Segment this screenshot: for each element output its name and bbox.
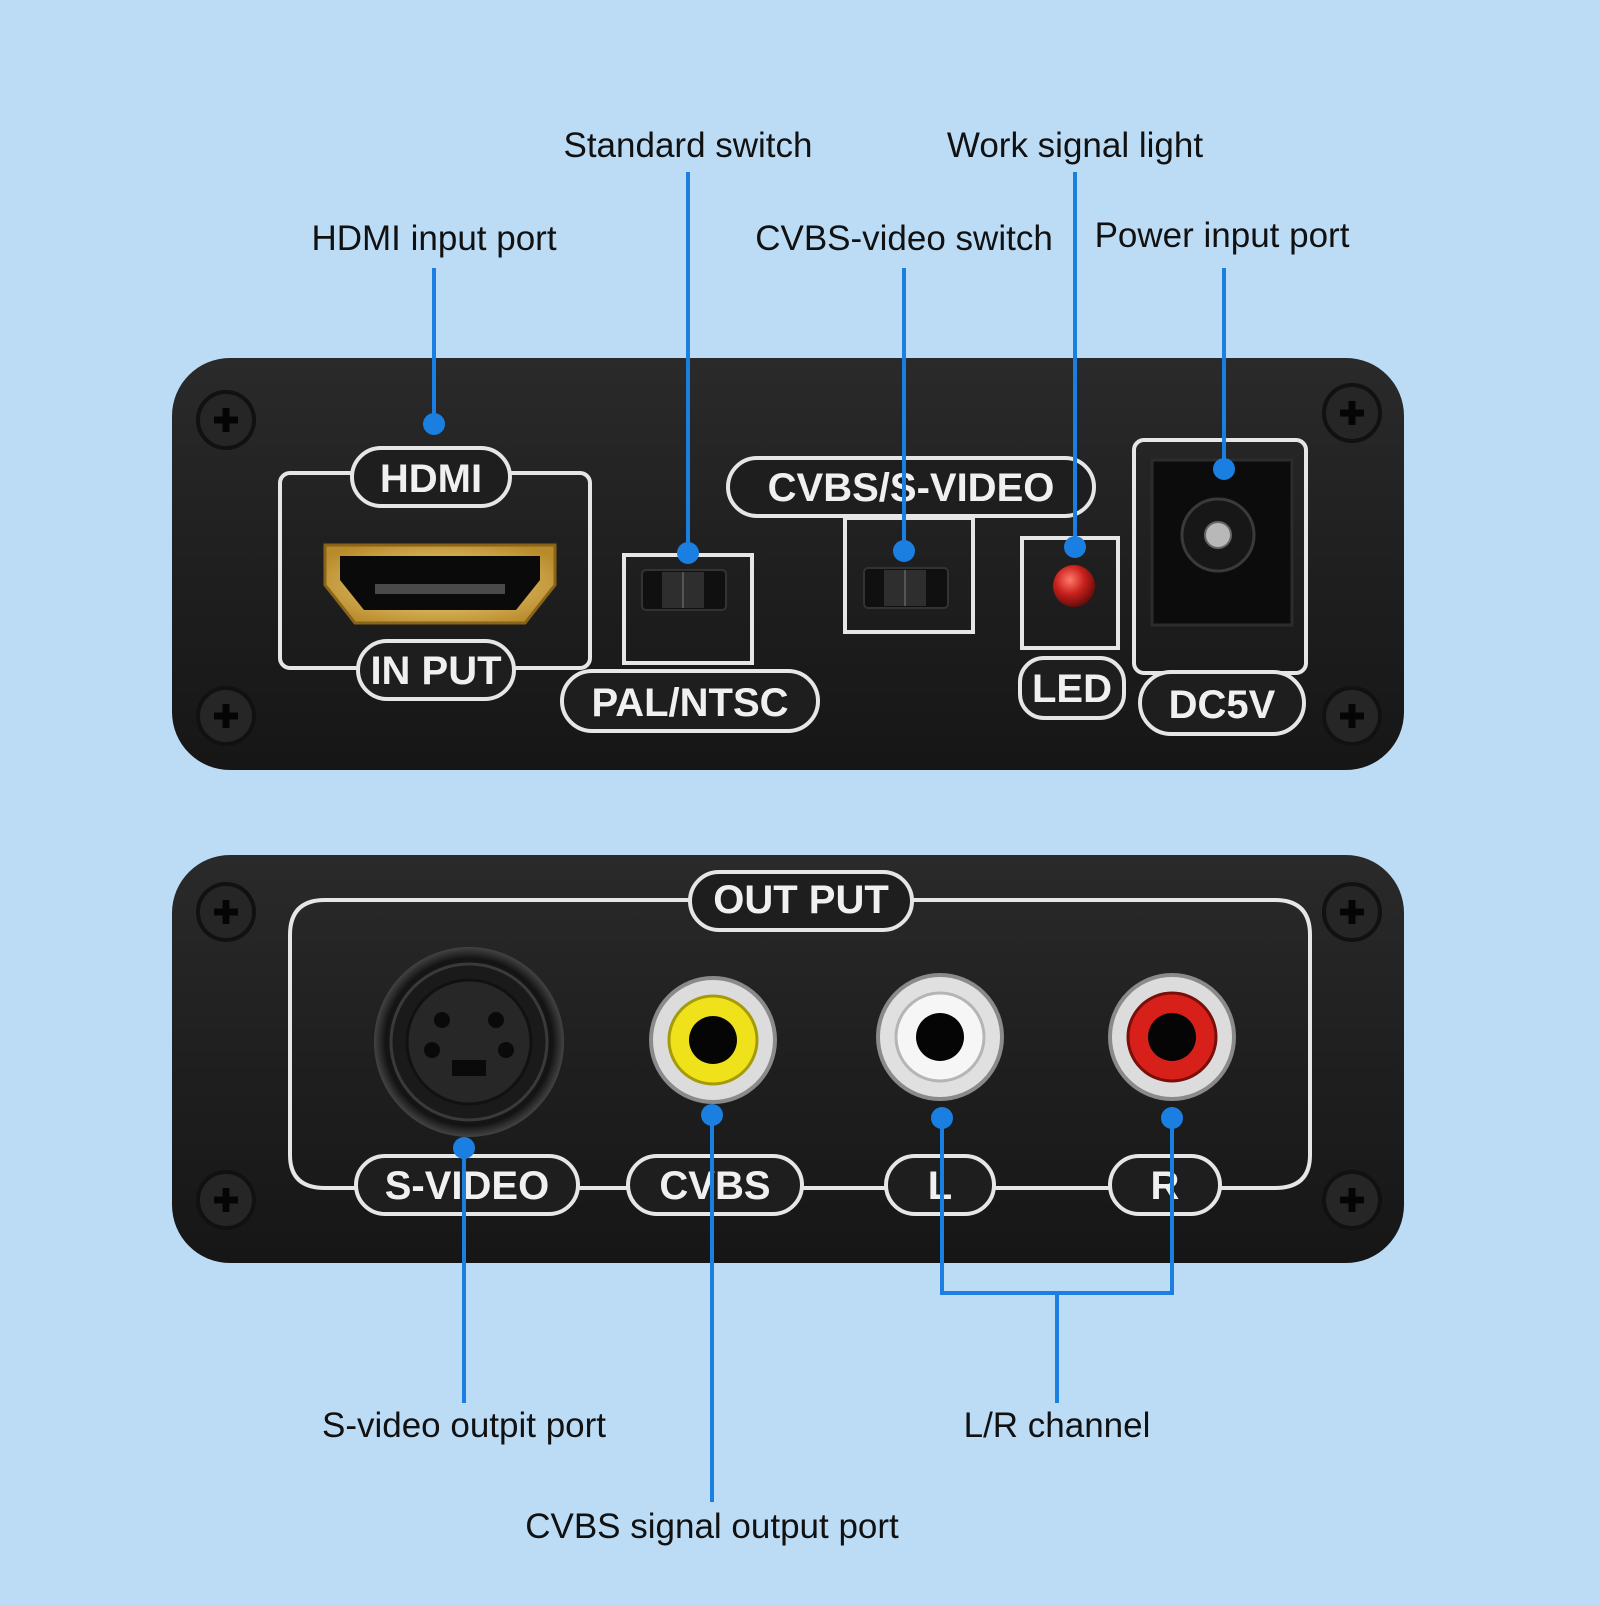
callout-hdmi-input-port: HDMI input port bbox=[311, 219, 557, 258]
callout-cvbs-video-switch: CVBS-video switch bbox=[755, 219, 1053, 258]
led-label: LED bbox=[1032, 667, 1112, 711]
hdmi-label: HDMI bbox=[380, 457, 482, 501]
right-label: R bbox=[1151, 1164, 1180, 1208]
leader-dot bbox=[701, 1104, 723, 1126]
leader-lines bbox=[432, 172, 1226, 1502]
power-jack-icon bbox=[1150, 458, 1294, 627]
rca-left-port-icon bbox=[876, 973, 1004, 1101]
rca-cvbs-port-icon bbox=[649, 976, 777, 1104]
dc5v-label: DC5V bbox=[1169, 683, 1276, 727]
front-panel: HDMI IN PUT PAL/NTSC CVBS/S-VIDEO bbox=[172, 358, 1404, 770]
leader-dot bbox=[453, 1137, 475, 1159]
leader-dot bbox=[1064, 536, 1086, 558]
screw-icon bbox=[196, 390, 256, 450]
leader-dot bbox=[677, 542, 699, 564]
hdmi-port-icon bbox=[323, 543, 557, 625]
screw-icon bbox=[196, 1170, 256, 1230]
led-label-pill bbox=[1018, 656, 1126, 720]
callout-cvbs-signal-output-port: CVBS signal output port bbox=[525, 1507, 899, 1546]
leader-dot bbox=[931, 1107, 953, 1129]
cvbs-switch-outline bbox=[843, 516, 975, 634]
right-label-pill bbox=[1108, 1154, 1222, 1216]
callout-standard-switch: Standard switch bbox=[563, 126, 813, 165]
cvbs-svideo-label: CVBS/S-VIDEO bbox=[768, 466, 1055, 510]
cvbs-label-pill bbox=[626, 1154, 804, 1216]
svideo-label: S-VIDEO bbox=[385, 1164, 549, 1208]
back-panel: OUT PUT bbox=[172, 855, 1404, 1263]
callout-lr-channel: L/R channel bbox=[963, 1406, 1151, 1445]
screw-icon bbox=[196, 882, 256, 942]
callout-power-input-port: Power input port bbox=[1094, 216, 1350, 255]
leader-dot bbox=[423, 413, 445, 435]
screw-icon bbox=[196, 686, 256, 746]
input-label: IN PUT bbox=[370, 649, 501, 693]
standard-switch-icon bbox=[641, 569, 727, 611]
screw-icon bbox=[1322, 686, 1382, 746]
input-label-pill bbox=[356, 639, 516, 701]
led-light-icon bbox=[1053, 565, 1095, 607]
screw-icon bbox=[1322, 383, 1382, 443]
dc5v-label-pill bbox=[1138, 670, 1306, 736]
screw-icon bbox=[1322, 882, 1382, 942]
cvbs-label: CVBS bbox=[659, 1164, 770, 1208]
svideo-port-icon bbox=[374, 947, 564, 1137]
output-label-pill bbox=[688, 870, 914, 932]
leader-dots bbox=[423, 413, 1235, 1159]
callout-work-signal-light: Work signal light bbox=[946, 126, 1204, 165]
hdmi-label-pill bbox=[350, 446, 512, 508]
leader-dot bbox=[1213, 458, 1235, 480]
leader-dot bbox=[1161, 1107, 1183, 1129]
leader-dot bbox=[893, 540, 915, 562]
rca-right-port-icon bbox=[1108, 973, 1236, 1101]
screw-icon bbox=[1322, 1170, 1382, 1230]
pal-ntsc-label-pill bbox=[560, 669, 820, 733]
callout-svideo-output-port: S-video outpit port bbox=[321, 1406, 607, 1445]
output-label: OUT PUT bbox=[713, 878, 889, 922]
cvbs-video-switch-icon bbox=[863, 567, 949, 609]
pal-ntsc-label: PAL/NTSC bbox=[591, 681, 788, 725]
